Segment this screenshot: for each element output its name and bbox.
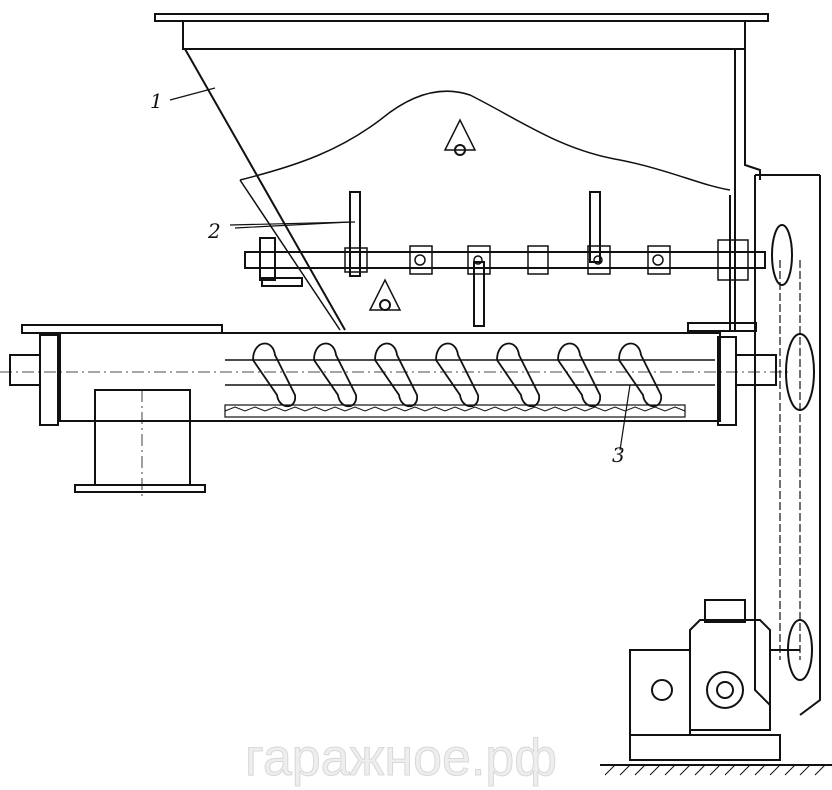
label-agitator-shaft: 2 — [207, 219, 221, 243]
screw-flight — [618, 342, 662, 408]
agitator-shaft — [229, 191, 766, 327]
label-screw-conveyor: 3 — [612, 443, 625, 467]
label-hopper: 1 — [150, 89, 163, 113]
watermark: гаражное.рф — [245, 729, 557, 787]
screw-flight — [557, 342, 601, 408]
screw-flight — [435, 342, 479, 408]
chain-drive — [754, 174, 821, 725]
screw-flight — [252, 342, 296, 408]
screw-conveyor — [0, 322, 790, 451]
hopper — [154, 13, 769, 331]
screw-flight — [374, 342, 418, 408]
outlet — [74, 389, 206, 500]
gear-motor — [600, 599, 832, 776]
screw-flight — [496, 342, 540, 408]
screw-flight — [313, 342, 357, 408]
